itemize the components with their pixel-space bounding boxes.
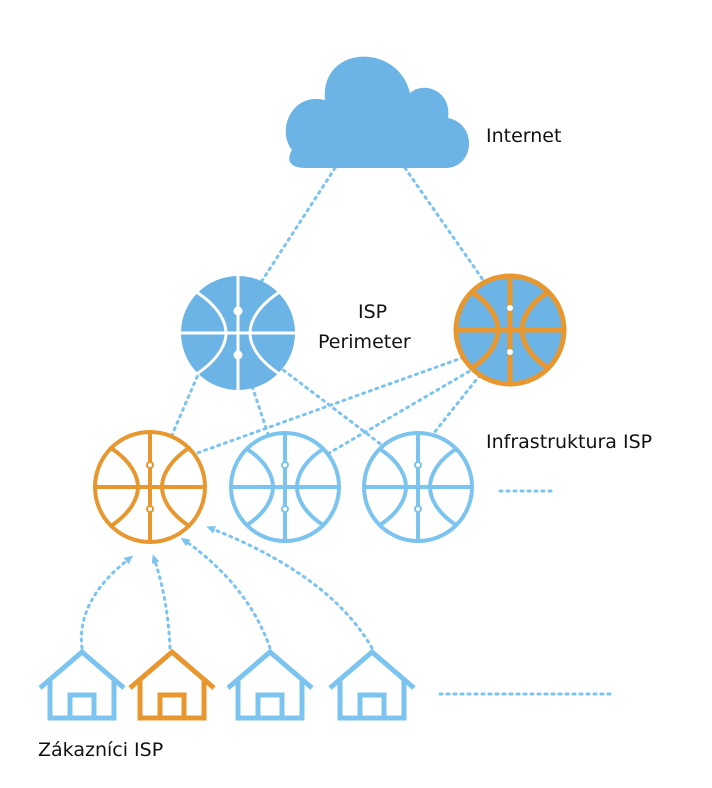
router-icon [93,430,207,544]
infrastructure-label: Infrastruktura ISP [486,431,653,453]
router-icon [179,274,297,392]
customers-label: Zákazníci ISP [38,739,164,761]
house-icon [328,648,416,721]
link-house1 [79,555,134,650]
perimeter-label-line2: Perimeter [318,331,411,353]
link-house3 [180,537,272,650]
link-pl-infra1 [170,368,202,437]
customer-links [79,526,614,696]
router-icon [362,431,474,543]
house-icon [128,648,216,721]
link-internet-perimeter-right [403,166,492,292]
internet-label: Internet [486,125,562,147]
router-icon [453,273,567,387]
link-pr-infra1 [148,353,472,472]
house-icon [38,648,126,721]
house-icon [226,648,314,721]
link-internet-perimeter-left [254,166,337,292]
link-house4 [206,526,374,650]
router-icon [229,431,341,543]
perimeter-label-line1: ISP [358,301,388,323]
link-pr-infra3 [428,373,482,440]
link-house2 [151,554,172,650]
cloud-icon [285,56,470,168]
internet-links [254,166,492,292]
